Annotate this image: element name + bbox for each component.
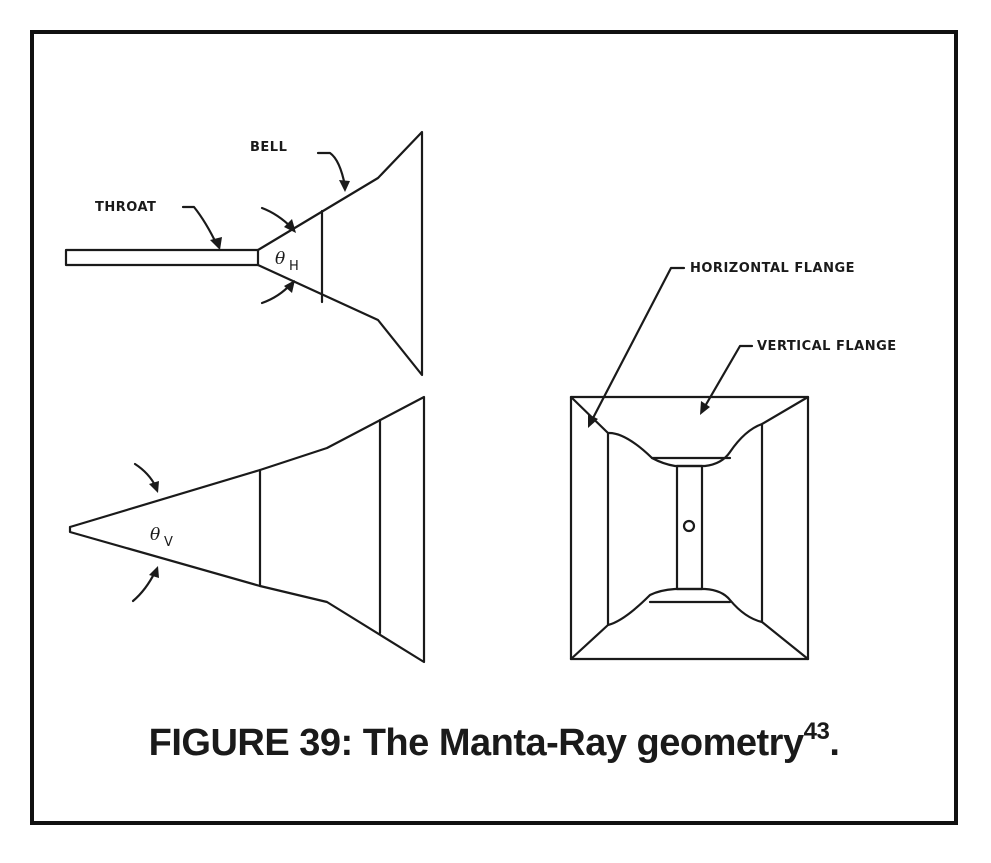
front-view-horn xyxy=(569,266,810,661)
front-view-mouth xyxy=(569,395,810,661)
figure-caption: FIGURE 39: The Manta-Ray geometry43. xyxy=(30,720,958,765)
horizontal-flange-label: HORIZONTAL FLANGE xyxy=(690,261,855,276)
top-view-upper-wall xyxy=(256,130,424,377)
caption-text: FIGURE 39: The Manta-Ray geometry xyxy=(148,722,804,764)
throat-opening xyxy=(682,519,696,533)
theta-v-arrowhead-top xyxy=(149,481,159,493)
front-view-inner-outline xyxy=(569,395,810,661)
figure-frame xyxy=(30,30,958,825)
theta-h-arrowhead-top xyxy=(284,219,296,233)
side-view-horn xyxy=(68,395,426,664)
vertical-flange-arrowhead xyxy=(700,401,710,415)
throat-arrowhead xyxy=(210,237,222,250)
throat-slot xyxy=(675,464,704,591)
throat-label: THROAT xyxy=(95,200,156,215)
vertical-flange-leader xyxy=(702,344,754,410)
caption-trailing: . xyxy=(829,722,840,764)
vertical-flange-label: VERTICAL FLANGE xyxy=(757,339,897,354)
theta-h-subscript: H xyxy=(289,259,299,274)
caption-reference: 43 xyxy=(803,718,830,745)
theta-v-symbol: θ xyxy=(150,525,160,545)
top-view-horn xyxy=(64,130,424,377)
theta-v-arrow-bottom xyxy=(131,570,157,603)
bell-arrowhead xyxy=(339,180,350,192)
horizontal-flange-leader xyxy=(590,266,686,422)
theta-h-arrowhead-bottom xyxy=(284,280,295,293)
theta-v-arrowhead-bottom xyxy=(149,566,159,578)
theta-v-subscript: V xyxy=(164,535,173,550)
horizontal-flange-arrowhead xyxy=(588,414,598,428)
theta-h-symbol: θ xyxy=(275,249,285,269)
throat-leader xyxy=(181,205,219,247)
bell-label: BELL xyxy=(250,140,287,155)
throat-tube xyxy=(64,248,260,267)
side-view-outline xyxy=(68,395,426,664)
